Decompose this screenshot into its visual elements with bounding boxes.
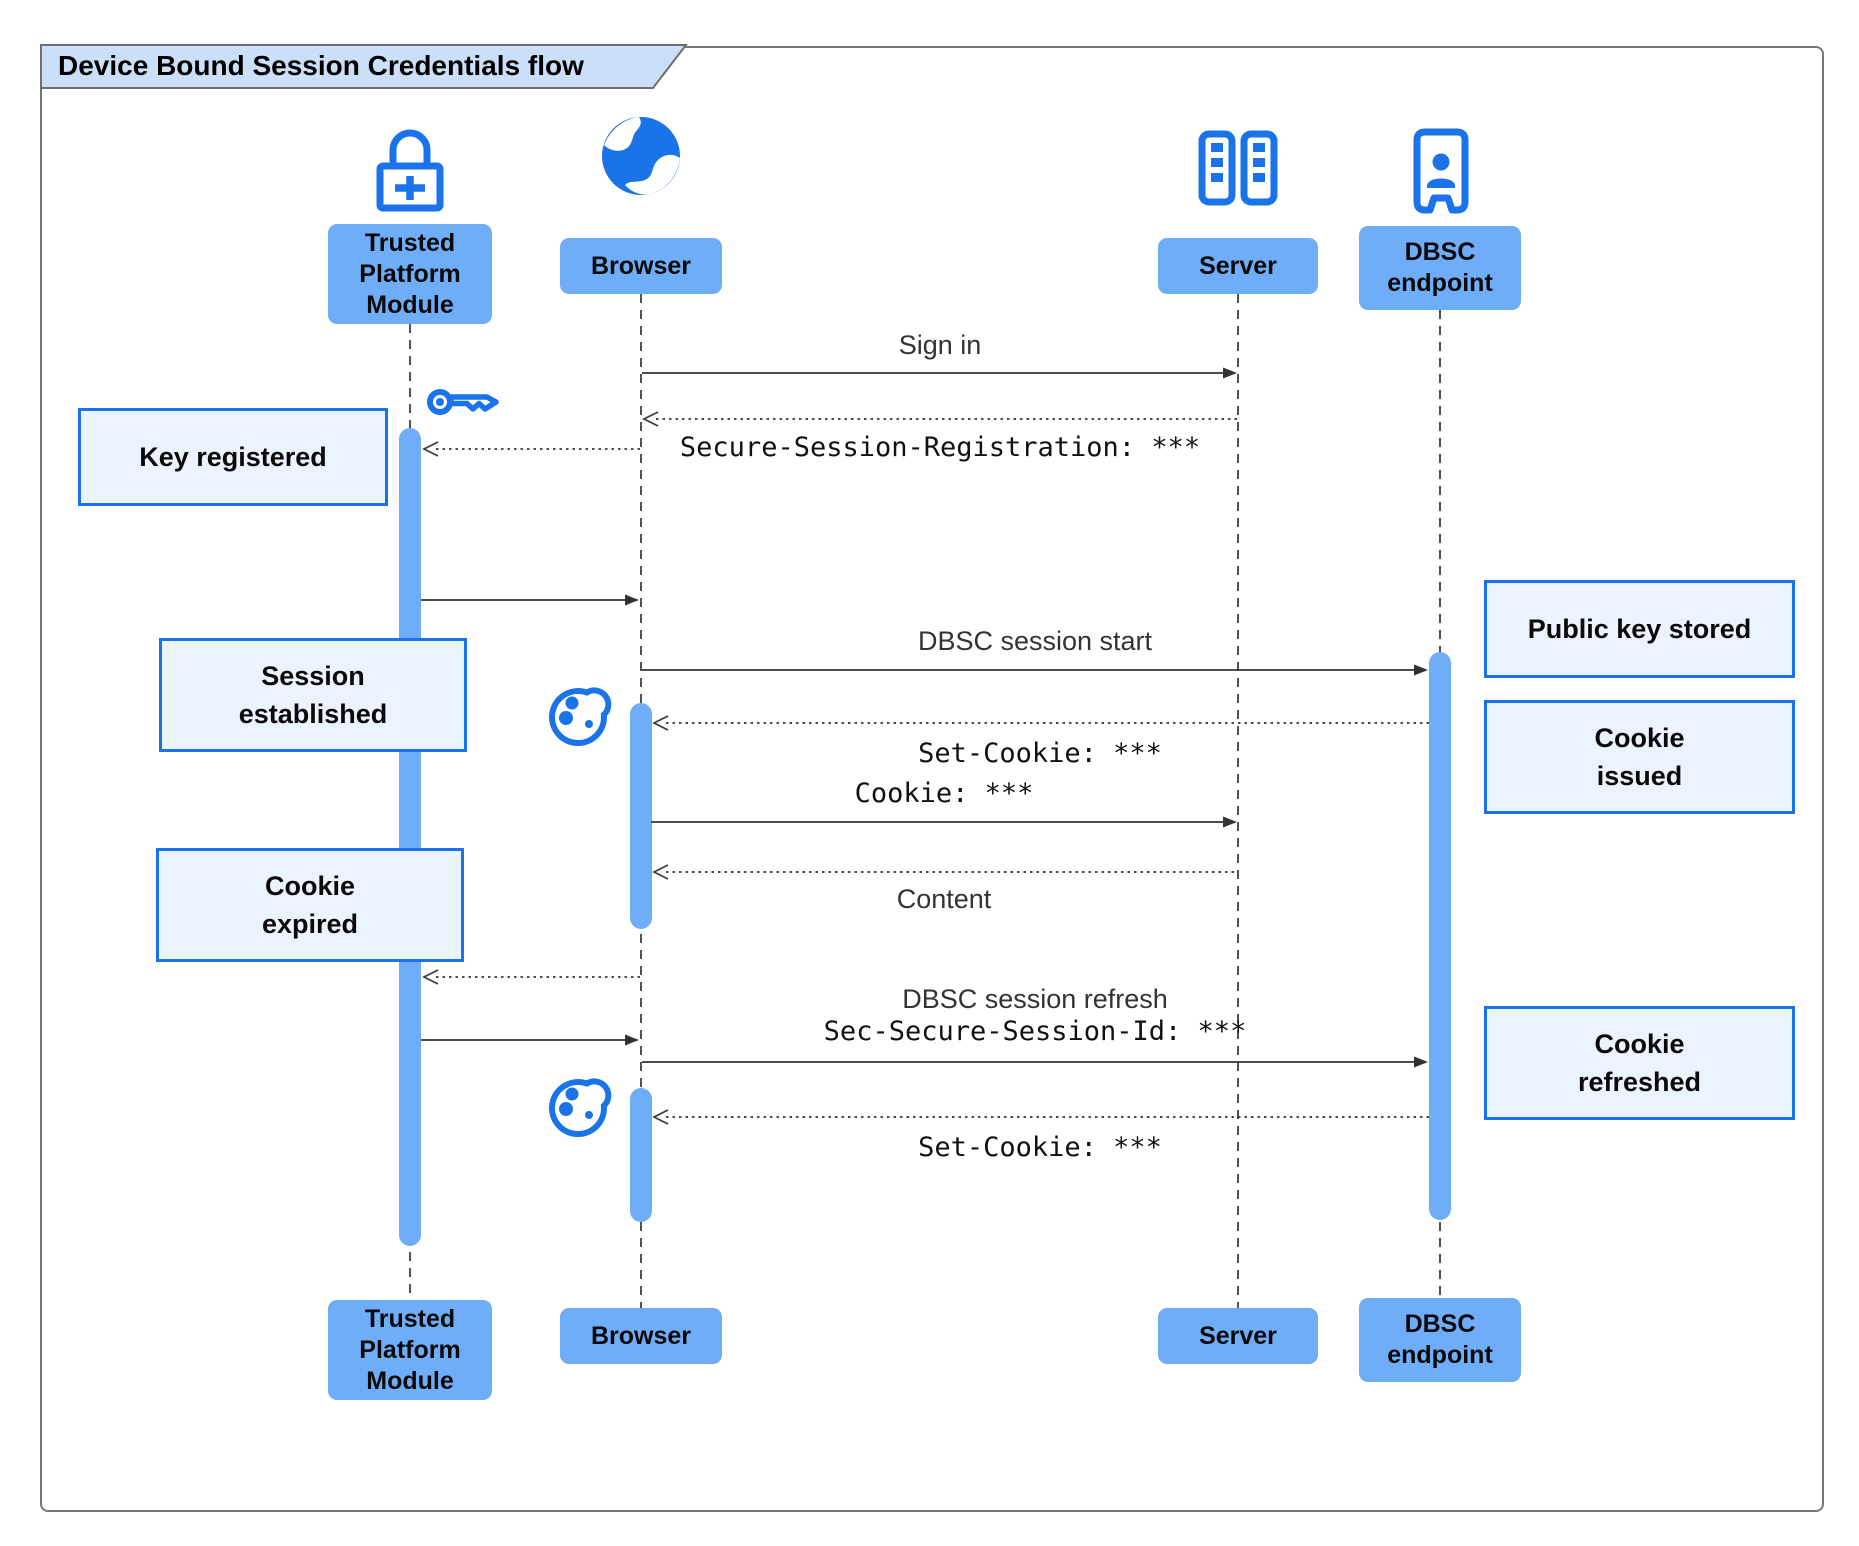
note-cookie-issued: Cookie issued (1484, 700, 1795, 814)
note-line: expired (261, 909, 359, 939)
activation-bar-tpm (399, 428, 421, 1246)
lock-plus-icon (376, 129, 444, 212)
actor-label-line: DBSC (1404, 1310, 1476, 1338)
cookie-icon (549, 1078, 612, 1137)
note-line: Cookie (1594, 1029, 1685, 1059)
message-arrow-tpm-to-browser-1 (421, 594, 639, 606)
actor-label-line: Trusted (364, 1304, 456, 1333)
message-arrow-key-registration (422, 441, 640, 457)
message-arrow-sign-in (642, 367, 1237, 379)
message-arrow-dbsc-session-refresh (642, 1056, 1428, 1068)
note-cookie-refreshed: Cookie refreshed (1484, 1006, 1795, 1120)
actor-label-line: Trusted (364, 228, 456, 257)
note-line: Cookie (1594, 723, 1685, 753)
message-label-sign-in: Sign in (898, 330, 982, 360)
actor-label-browser-bottom: Browser (560, 1308, 722, 1364)
actor-label-server-top: Server (1158, 238, 1318, 294)
message-arrow-set-cookie-1 (652, 715, 1429, 731)
actor-label-line: endpoint (1387, 1341, 1493, 1369)
actor-label-line: Server (1199, 251, 1277, 280)
person-door-icon (1413, 128, 1469, 214)
message-label-dbsc-session-refresh: DBSC session refresh (902, 984, 1168, 1014)
actor-label-tpm-top: Trusted Platform Module (328, 224, 492, 324)
message-label-dbsc-session-start: DBSC session start (917, 626, 1153, 656)
actor-label-line: Server (1199, 1321, 1277, 1350)
title-tab (40, 44, 689, 89)
note-line: established (238, 699, 388, 729)
message-arrow-refresh-request-tpm (422, 969, 640, 985)
actor-label-line: Browser (590, 251, 692, 280)
actor-label-line: DBSC (1404, 238, 1476, 266)
note-line: refreshed (1577, 1067, 1702, 1097)
globe-icon (602, 117, 680, 195)
server-rack-icon (1198, 130, 1278, 206)
diagram-title: Device Bound Session Credentials flow (58, 50, 584, 81)
message-arrow-set-cookie-2 (652, 1109, 1429, 1125)
message-label-sec-secure-session-id: Sec-Secure-Session-Id: *** (823, 1016, 1247, 1047)
message-arrow-tpm-to-browser-2 (421, 1034, 639, 1046)
actor-label-line: Browser (590, 1321, 692, 1350)
actor-label-dbsc-bottom: DBSC endpoint (1359, 1298, 1521, 1382)
message-arrow-dbsc-session-start (642, 664, 1428, 676)
note-line: issued (1596, 761, 1683, 791)
activation-bar-browser-2 (630, 1088, 652, 1222)
note-cookie-expired: Cookie expired (156, 848, 464, 962)
note-line: Session (261, 661, 365, 691)
note-key-registered: Key registered (78, 408, 388, 506)
note-session-established: Session established (159, 638, 467, 752)
activation-bar-dbsc (1429, 652, 1451, 1220)
actor-label-line: Module (366, 1366, 454, 1395)
message-label-secure-session-registration: Secure-Session-Registration: *** (679, 432, 1201, 463)
actor-label-server-bottom: Server (1158, 1308, 1318, 1364)
actor-label-line: endpoint (1387, 269, 1493, 297)
actor-label-line: Platform (359, 259, 461, 288)
message-label-set-cookie-1: Set-Cookie: *** (918, 738, 1162, 769)
message-arrow-secure-session-registration (642, 411, 1238, 427)
message-label-cookie: Cookie: *** (854, 778, 1034, 809)
note-public-key-stored: Public key stored (1484, 580, 1795, 678)
message-arrow-cookie (651, 816, 1237, 828)
actor-label-dbsc-top: DBSC endpoint (1359, 226, 1521, 310)
note-line: Cookie (264, 871, 356, 901)
actor-label-line: Platform (359, 1335, 461, 1364)
note-line: Public key stored (1527, 614, 1752, 644)
message-label-set-cookie-2: Set-Cookie: *** (918, 1132, 1162, 1163)
actor-label-line: Module (366, 290, 454, 319)
message-label-content: Content (896, 884, 992, 914)
message-arrow-content (652, 864, 1238, 880)
cookie-icon (549, 687, 612, 746)
note-line: Key registered (139, 442, 327, 472)
key-icon (427, 389, 499, 415)
activation-bar-browser-1 (630, 703, 652, 929)
actor-label-browser-top: Browser (560, 238, 722, 294)
actor-label-tpm-bottom: Trusted Platform Module (328, 1300, 492, 1400)
